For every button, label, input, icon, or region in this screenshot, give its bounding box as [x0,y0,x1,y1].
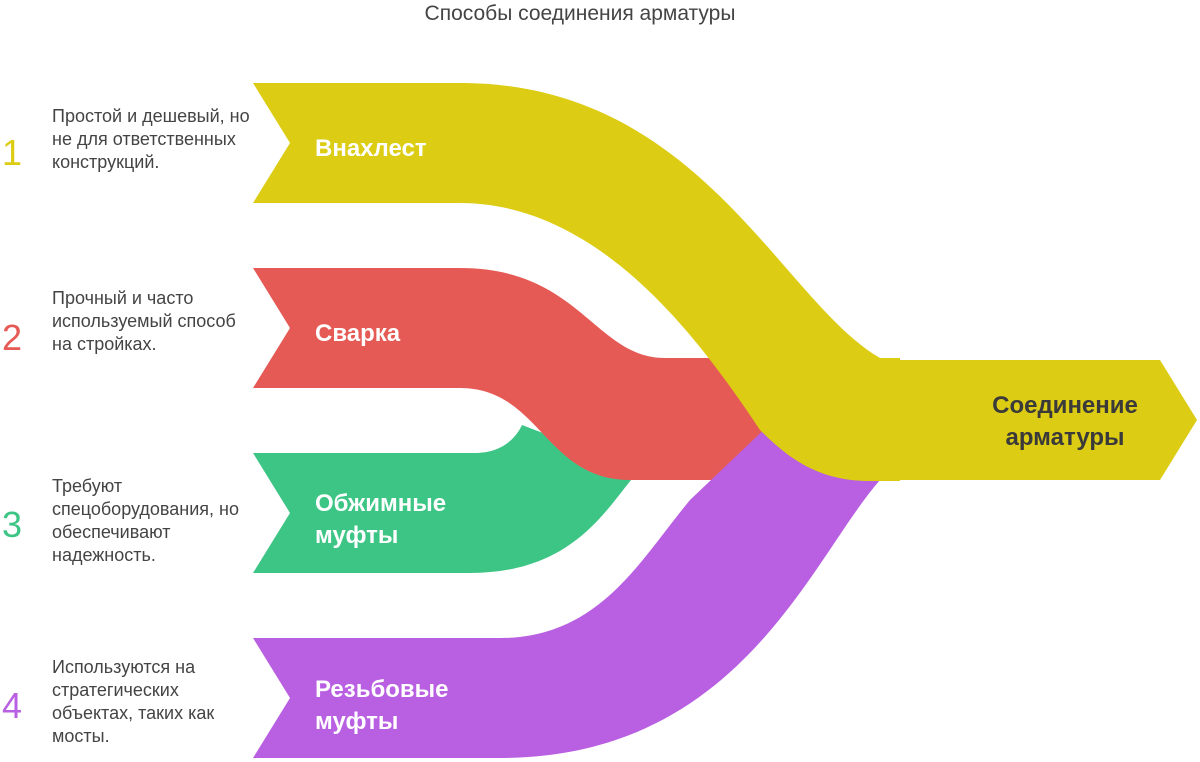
item-1-label-line: Внахлест [315,135,427,162]
item-2-description: Прочный и часто используемый способ на с… [52,288,236,354]
item-3-description: Требуют спецоборудования, но обеспечиваю… [52,476,239,565]
hub-label-line1: Соединение [992,392,1138,419]
item-2-label-line: Сварка [315,320,401,347]
item-4-label-line1: Резьбовые [315,676,449,703]
item-3-label: Обжимные муфты [315,488,446,552]
diagram-title: Способы соединения арматуры [424,2,736,25]
item-3-label-line1: Обжимные [315,490,447,517]
item-1-number: 1 [1,132,23,173]
item-2-number: 2 [1,317,23,358]
item-4-description: Используются на стратегических объектах,… [52,657,215,746]
item-1-label: Внахлест [315,133,427,165]
item-4-label: Резьбовые муфты [315,674,449,738]
item-1-description: Простой и дешевый, но не для ответственн… [52,106,250,172]
hub-label: Соединение арматуры [960,390,1170,454]
item-4-number: 4 [1,685,23,726]
band-welding [253,268,778,480]
item-4-label-line2: муфты [315,708,399,735]
item-3-label-line2: муфты [315,522,399,549]
hub-label-line2: арматуры [1005,424,1125,451]
item-2-label: Сварка [315,318,400,350]
band-overlap [253,83,900,481]
item-3-number: 3 [1,504,23,545]
band-crimp-sleeves [253,425,640,573]
band-threaded-sleeves [253,422,880,758]
